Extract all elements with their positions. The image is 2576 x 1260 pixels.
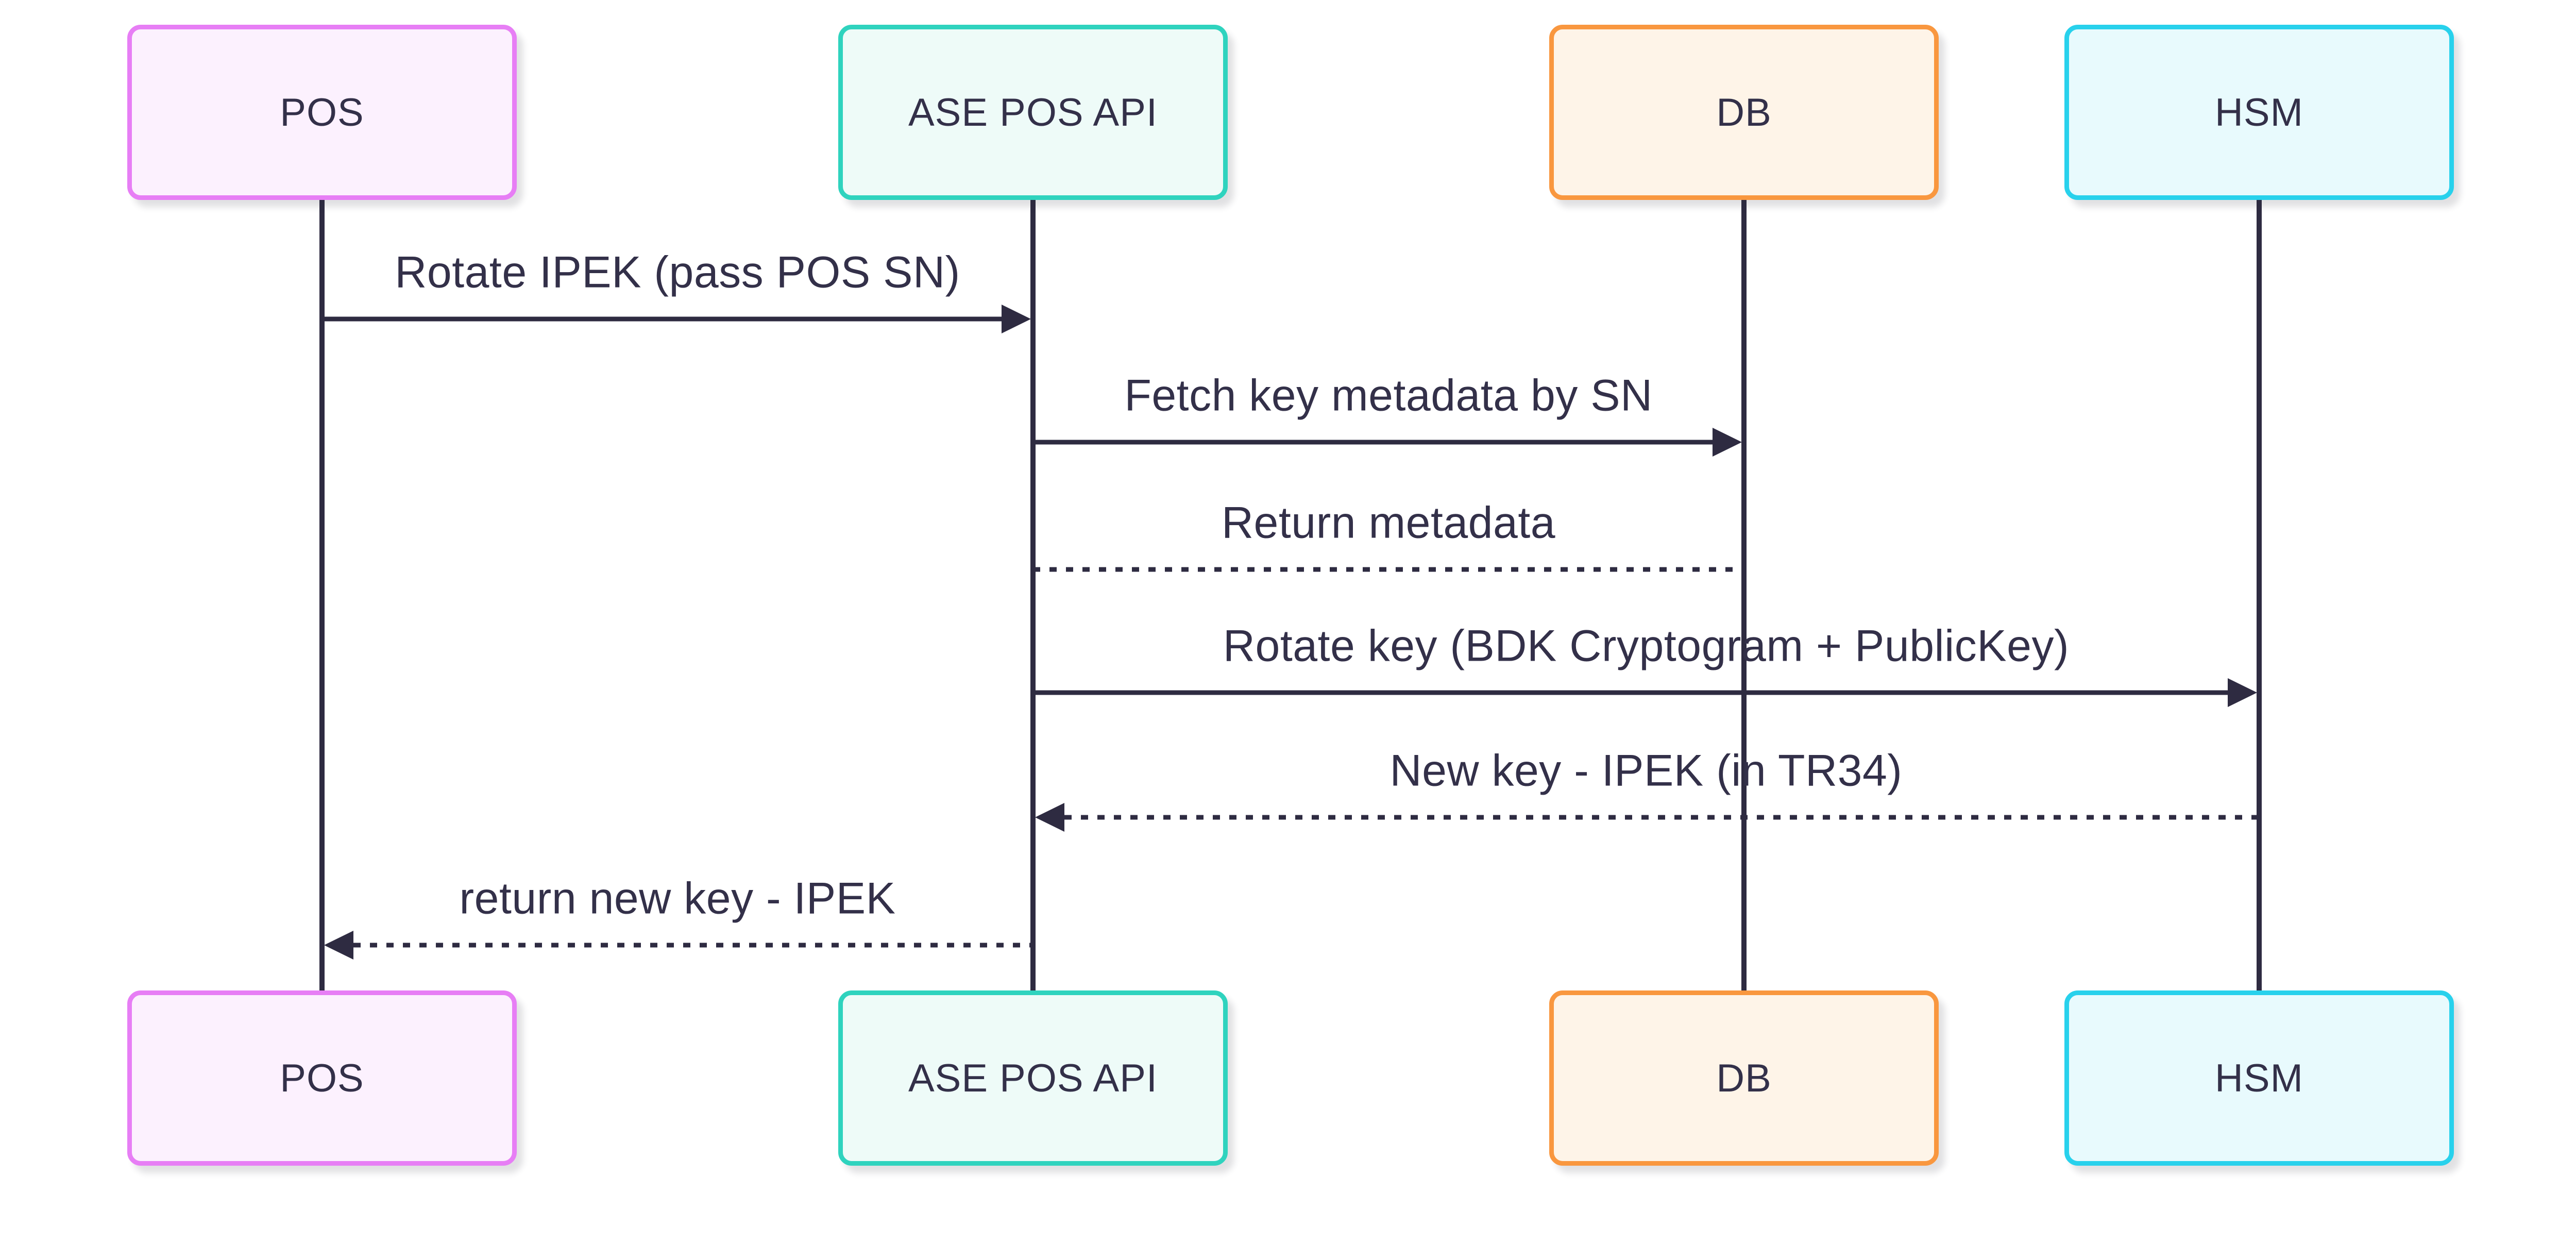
actor-label: ASE POS API <box>908 1056 1158 1100</box>
message-arrow-rotate-ipek <box>322 305 1031 333</box>
actor-box-pos-bottom: POS <box>127 990 517 1166</box>
actor-box-hsm-top: HSM <box>2064 25 2454 200</box>
actor-label: POS <box>280 1056 364 1100</box>
message-label-rotate-ipek: Rotate IPEK (pass POS SN) <box>395 247 960 297</box>
actor-box-pos-top: POS <box>127 25 517 200</box>
actor-box-db-bottom: DB <box>1549 990 1939 1166</box>
actor-box-ase-pos-api-bottom: ASE POS API <box>838 990 1228 1166</box>
message-arrow-fetch-key-metadata <box>1033 428 1742 457</box>
actor-label: POS <box>280 90 364 135</box>
message-arrow-rotate-key <box>1033 678 2257 707</box>
message-arrow-new-key-ipek <box>1035 803 2259 832</box>
actor-label: DB <box>1716 90 1772 135</box>
message-label-return-metadata: Return metadata <box>1221 498 1556 548</box>
actor-box-db-top: DB <box>1549 25 1939 200</box>
actor-label: HSM <box>2215 1056 2303 1100</box>
message-label-rotate-key: Rotate key (BDK Cryptogram + PublicKey) <box>1223 621 2070 671</box>
actor-box-ase-pos-api-top: ASE POS API <box>838 25 1228 200</box>
message-label-new-key-ipek: New key - IPEK (in TR34) <box>1389 746 1903 796</box>
message-label-fetch-key-metadata: Fetch key metadata by SN <box>1124 371 1653 421</box>
actor-box-hsm-bottom: HSM <box>2064 990 2454 1166</box>
message-arrow-return-new-key <box>324 931 1033 960</box>
actor-label: DB <box>1716 1056 1772 1100</box>
actor-label: ASE POS API <box>908 90 1158 135</box>
actor-label: HSM <box>2215 90 2303 135</box>
message-label-return-new-key: return new key - IPEK <box>459 873 896 923</box>
